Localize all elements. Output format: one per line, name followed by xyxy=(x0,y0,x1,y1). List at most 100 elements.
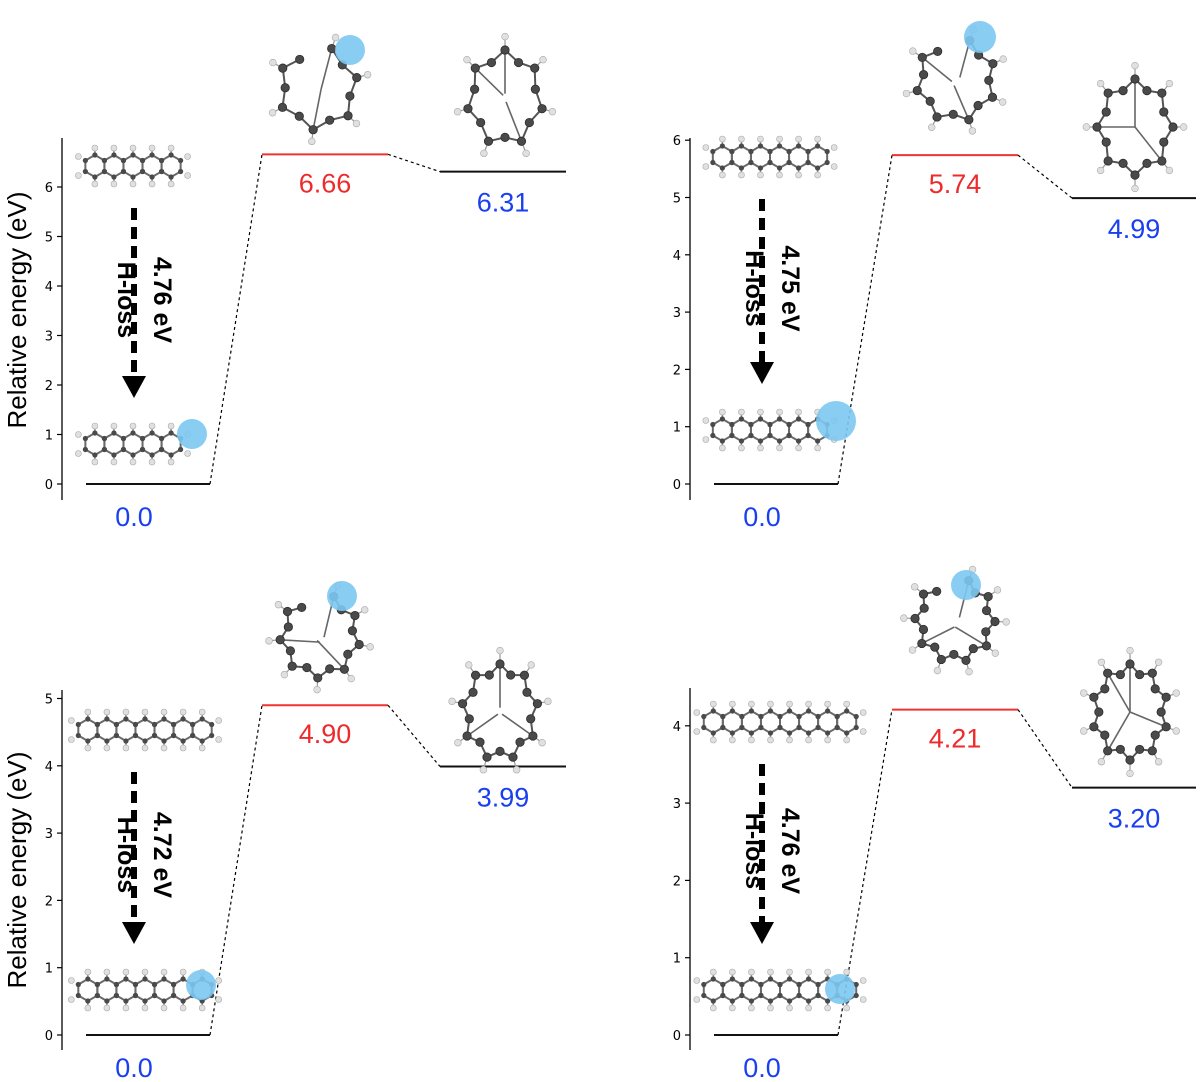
carbon-atom xyxy=(932,586,942,597)
hydrogen-atom xyxy=(786,700,793,708)
carbon-atom xyxy=(729,976,735,982)
hydrogen-atom xyxy=(1002,618,1010,626)
ring-bond xyxy=(779,977,801,1003)
hydrogen-atom xyxy=(280,670,289,679)
y-tick-label: 4 xyxy=(673,249,681,264)
carbon-atom xyxy=(701,724,707,731)
carbon-atom xyxy=(1150,730,1160,740)
y-tick-label: 1 xyxy=(45,962,53,977)
carbon-atom xyxy=(815,992,821,999)
carbon-atom xyxy=(748,421,754,428)
hydrogen-atom xyxy=(693,996,701,1003)
carbon-atom xyxy=(767,998,774,1004)
hydrogen-atom xyxy=(776,171,783,179)
carbon-atom xyxy=(786,998,793,1004)
hydrogen-atom xyxy=(786,1004,793,1012)
hydrogen-atom xyxy=(68,736,75,743)
hydrogen-atom xyxy=(501,32,509,41)
ring-bond xyxy=(77,717,99,743)
hydrogen-atom xyxy=(538,739,546,747)
hydrogen-atom xyxy=(748,700,755,708)
transition-state-molecule xyxy=(268,33,372,146)
y-tick-label: 1 xyxy=(673,421,681,436)
carbon-atom xyxy=(180,716,186,722)
carbon-atom xyxy=(94,721,100,728)
ring-bond xyxy=(141,431,163,457)
carbon-atom xyxy=(1115,744,1125,755)
carbon-atom xyxy=(313,673,323,683)
carbon-atom xyxy=(457,699,468,709)
carbon-atom xyxy=(796,713,802,720)
carbon-atom xyxy=(701,992,707,999)
carbon-atom xyxy=(522,687,532,697)
carbon-atom xyxy=(981,641,992,651)
y-tick-label: 1 xyxy=(673,952,681,967)
carbon-atom xyxy=(834,713,840,720)
carbon-atom xyxy=(815,143,821,149)
carbon-atom xyxy=(158,157,165,164)
carbon-atom xyxy=(470,63,480,73)
hydrogen-atom xyxy=(1080,727,1088,735)
hydrogen-atom xyxy=(184,153,191,160)
carbon-atom xyxy=(462,731,472,741)
hydrogen-atom xyxy=(198,744,206,752)
hydrogen-atom xyxy=(215,977,222,984)
carbon-atom xyxy=(757,416,764,422)
hydrogen-atom xyxy=(167,180,175,188)
carbon-atom xyxy=(795,143,802,149)
carbon-atom xyxy=(844,730,850,736)
hydrogen-atom xyxy=(710,1004,717,1012)
carbon-atom xyxy=(1092,122,1102,132)
ring-bond xyxy=(103,153,125,179)
hydrogen-atom xyxy=(786,968,793,976)
hydrogen-atom xyxy=(1154,758,1163,766)
carbon-atom xyxy=(132,981,139,988)
hydrogen-atom xyxy=(830,163,838,170)
cross-bond xyxy=(954,626,987,647)
hydrogen-atom xyxy=(110,458,118,466)
carbon-atom xyxy=(786,159,792,166)
carbon-atom xyxy=(470,84,480,94)
carbon-atom xyxy=(719,143,725,149)
carbon-atom xyxy=(1118,86,1128,96)
carbon-atom xyxy=(987,92,998,102)
hydrogen-atom xyxy=(998,98,1007,106)
carbon-atom xyxy=(532,699,543,709)
ring-bond xyxy=(711,144,733,170)
hydrogen-atom xyxy=(91,180,99,188)
hydrogen-atom xyxy=(160,968,168,976)
hydrogen-atom xyxy=(767,968,774,976)
carbon-atom xyxy=(528,731,538,741)
hydrogen-atom xyxy=(141,968,149,976)
carbon-atom xyxy=(339,664,349,674)
carbon-atom xyxy=(729,730,735,736)
carbon-atom xyxy=(277,102,288,112)
y-tick-label: 6 xyxy=(45,181,53,196)
carbon-atom xyxy=(805,730,812,736)
carbon-atom xyxy=(354,639,364,650)
hydrogen-atom xyxy=(710,736,717,744)
h-loss-label: H-loss xyxy=(740,813,768,889)
carbon-atom xyxy=(104,738,110,744)
carbon-atom xyxy=(1118,158,1128,168)
carbon-atom xyxy=(142,998,148,1004)
product-energy-label: 3.99 xyxy=(477,782,530,812)
carbon-atom xyxy=(720,992,726,999)
hydrogen-atom xyxy=(814,171,821,179)
carbon-atom xyxy=(161,716,167,722)
ring-bond xyxy=(103,431,125,457)
hydrogen-atom xyxy=(1080,689,1088,697)
carbon-atom xyxy=(111,452,117,458)
hydrogen-atom xyxy=(148,180,156,188)
carbon-atom xyxy=(468,687,478,697)
carbon-atom xyxy=(796,724,802,731)
carbon-atom xyxy=(295,54,305,65)
carbon-atom xyxy=(151,721,158,728)
dehydrogenation-site-highlight xyxy=(177,419,207,449)
hydrogen-atom xyxy=(1097,658,1106,666)
carbon-atom xyxy=(82,168,88,175)
carbon-atom xyxy=(815,981,821,988)
carbon-atom xyxy=(113,992,120,999)
ts-energy-label: 6.66 xyxy=(299,168,352,198)
